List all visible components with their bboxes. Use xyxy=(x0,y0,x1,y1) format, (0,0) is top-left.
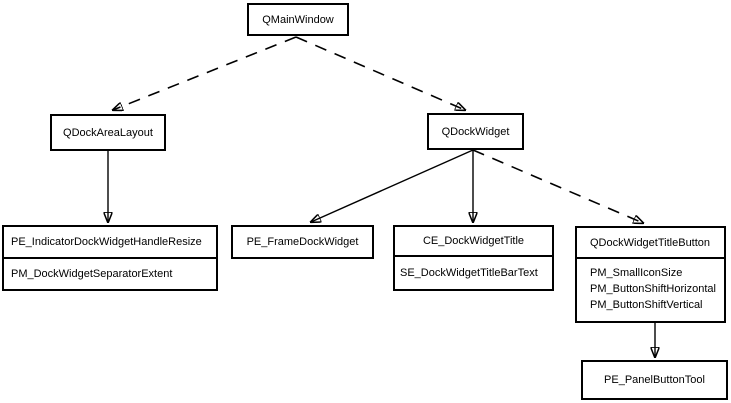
node-qdockarealayout-label: QDockAreaLayout xyxy=(63,126,153,139)
node-frame-dock: PE_FrameDockWidget xyxy=(231,225,374,259)
node-indicator-box: PE_IndicatorDockWidgetHandleResize PM_Do… xyxy=(2,225,218,291)
title-button-box-title-section: QDockWidgetTitleButton xyxy=(577,228,724,257)
indicator-box-row1: PE_IndicatorDockWidgetHandleResize xyxy=(11,236,202,248)
title-button-box-item1: PM_SmallIconSize xyxy=(590,267,683,279)
indicator-box-divider xyxy=(4,257,216,259)
edge-qdockwidget-framedock xyxy=(311,149,474,222)
indicator-box-top-section: PE_IndicatorDockWidgetHandleResize xyxy=(4,227,216,257)
title-button-box-item3: PM_ButtonShiftVertical xyxy=(590,299,703,311)
indicator-box-row2: PM_DockWidgetSeparatorExtent xyxy=(11,268,173,280)
edge-qmainwindow-qdockarealayout xyxy=(113,36,297,110)
dock-title-box-divider xyxy=(395,255,552,257)
title-button-box-item2: PM_ButtonShiftHorizontal xyxy=(590,283,716,295)
title-button-box-items-section: PM_SmallIconSize PM_ButtonShiftHorizonta… xyxy=(577,259,724,319)
node-title-button-box: QDockWidgetTitleButton PM_SmallIconSize … xyxy=(575,226,726,323)
dock-title-box-title-section: CE_DockWidgetTitle xyxy=(395,227,552,255)
node-qmainwindow-label: QMainWindow xyxy=(262,13,334,26)
dock-title-box-bottom-section: SE_DockWidgetTitleBarText xyxy=(395,257,552,289)
node-qdockwidget: QDockWidget xyxy=(427,113,524,150)
dock-title-box-title: CE_DockWidgetTitle xyxy=(422,235,525,247)
node-qdockwidget-label: QDockWidget xyxy=(441,125,510,138)
node-panel-button-label: PE_PanelButtonTool xyxy=(604,374,705,386)
node-qdockarealayout: QDockAreaLayout xyxy=(50,114,166,151)
indicator-box-bottom-section: PM_DockWidgetSeparatorExtent xyxy=(4,259,216,289)
node-qmainwindow: QMainWindow xyxy=(247,3,349,36)
title-button-box-divider xyxy=(577,257,724,259)
edge-qmainwindow-qdockwidget xyxy=(295,36,465,110)
node-dock-title-box: CE_DockWidgetTitle SE_DockWidgetTitleBar… xyxy=(393,225,554,291)
dock-title-box-row1: SE_DockWidgetTitleBarText xyxy=(400,267,538,279)
node-frame-dock-label: PE_FrameDockWidget xyxy=(246,236,359,248)
node-panel-button: PE_PanelButtonTool xyxy=(581,360,728,400)
edge-qdockwidget-titlebutton xyxy=(472,149,643,223)
title-button-box-title: QDockWidgetTitleButton xyxy=(590,236,711,249)
